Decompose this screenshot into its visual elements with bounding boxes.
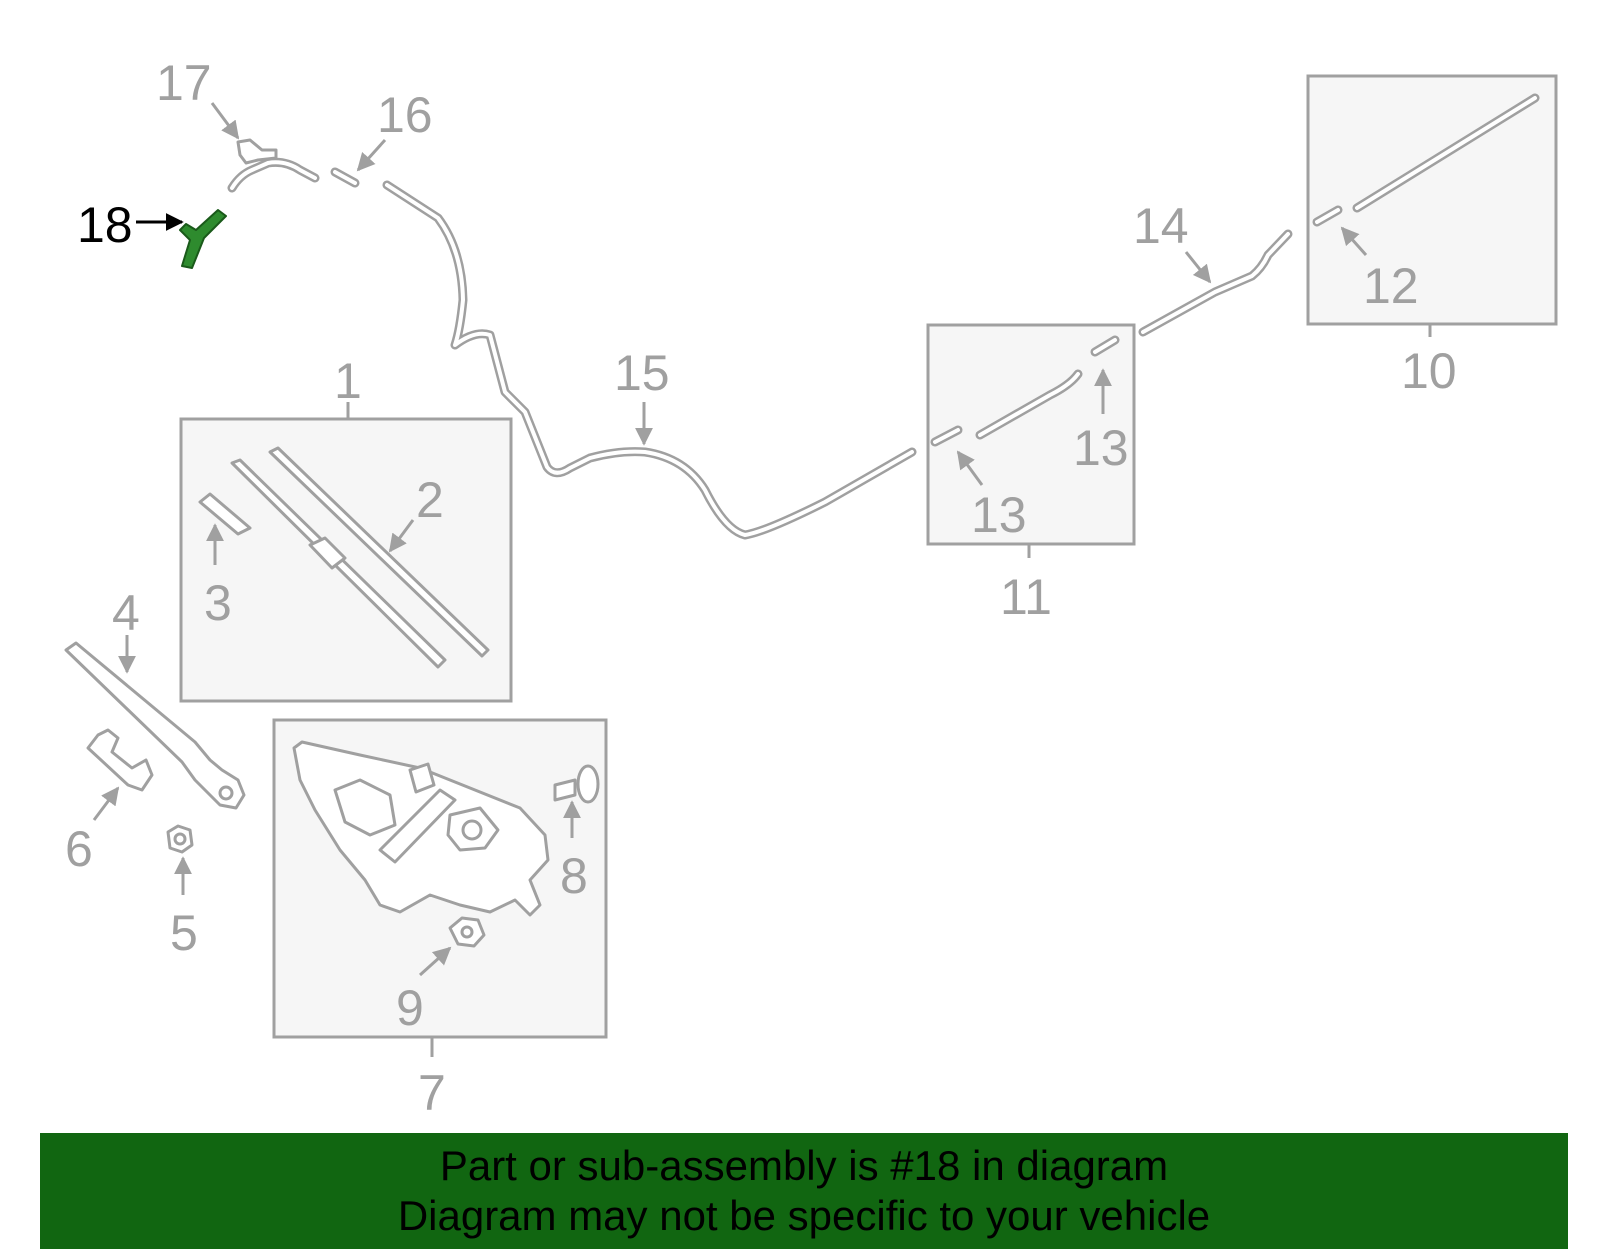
callout-10: 10 [1401, 343, 1457, 399]
callout-14: 14 [1133, 198, 1189, 254]
nut-part-5 [166, 824, 194, 854]
cap-part-6 [86, 728, 154, 792]
clip-part-3 [198, 492, 252, 536]
callout-16: 16 [377, 87, 433, 143]
callout-11: 11 [1000, 569, 1052, 625]
hose-part-15 [382, 180, 917, 540]
blade-part-2 [230, 446, 490, 669]
box-part-10 [1306, 74, 1558, 326]
grommet-part-8 [553, 764, 600, 804]
hose-part-14 [1138, 229, 1293, 337]
motor-part-7 [292, 740, 550, 917]
nut-part-9 [448, 916, 486, 948]
callout-12: 12 [1363, 258, 1419, 314]
callout-18: 18 [77, 197, 133, 253]
hose-part-11 [930, 335, 1120, 447]
connector-part-16 [330, 167, 360, 188]
banner-line-2: Diagram may not be specific to your vehi… [397, 1192, 1211, 1239]
bracket-part-17 [227, 138, 320, 193]
callout-1: 1 [334, 353, 362, 409]
info-banner: Part or sub-assembly is #18 in diagram D… [40, 1133, 1568, 1249]
arm-part-4 [64, 641, 246, 810]
callout-3: 3 [204, 575, 232, 631]
callout-8: 8 [560, 848, 588, 904]
callout-2: 2 [416, 472, 444, 528]
callout-5: 5 [170, 905, 198, 961]
callout-13-lower: 13 [971, 487, 1027, 543]
box-part-1 [179, 417, 513, 703]
hose-part-10 [1312, 93, 1540, 227]
callout-4: 4 [112, 585, 140, 641]
box-part-11 [926, 323, 1136, 546]
callout-9: 9 [396, 980, 424, 1036]
y-connector-part-18 [179, 209, 227, 269]
callout-7: 7 [418, 1065, 446, 1121]
callout-13-upper: 13 [1073, 420, 1129, 476]
leader-lines [92, 102, 1432, 1057]
banner-line-1: Part or sub-assembly is #18 in diagram [439, 1142, 1169, 1189]
callout-6: 6 [65, 821, 93, 877]
callout-17: 17 [156, 55, 212, 111]
callout-15: 15 [614, 345, 670, 401]
